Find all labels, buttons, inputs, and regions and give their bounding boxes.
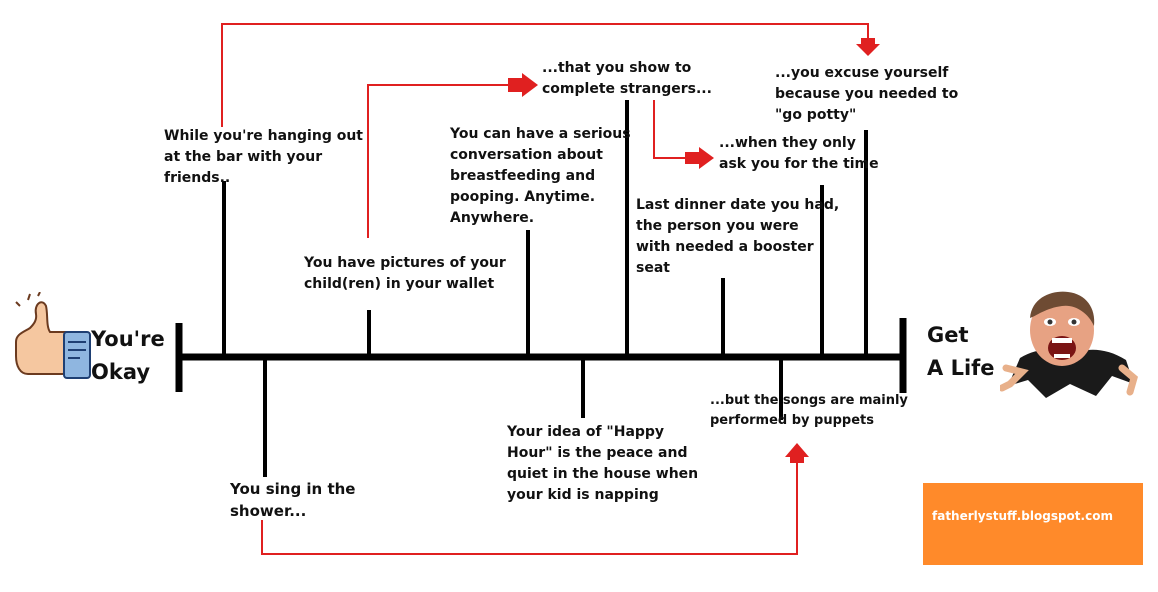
note-happy-hour: Your idea of "Happy Hour" is the peace a… — [507, 424, 699, 503]
connector-strangers-to-time — [653, 100, 688, 159]
note-time: ...when they only ask you for the time — [719, 135, 879, 172]
connector-bar-to-potty — [221, 23, 869, 127]
arrow-head-potty — [856, 38, 880, 56]
blog-promo-box[interactable]: fatherlystuff.blogspot.com — [923, 483, 1143, 565]
connector-pictures-to-strangers — [367, 84, 512, 238]
note-puppets: ...but the songs are mainly performed by… — [710, 393, 908, 428]
right-scale-label: Get A Life — [927, 323, 995, 380]
note-potty: ...you excuse yourself because you neede… — [775, 65, 959, 123]
arrow-head-puppets — [785, 443, 809, 463]
arrow-head-time — [685, 147, 714, 169]
note-pictures: You have pictures of your child(ren) in … — [304, 255, 506, 292]
connector-shower-to-puppets — [261, 460, 798, 555]
screaming-woman-image — [1000, 291, 1138, 398]
thumbs-up-icon — [15, 292, 91, 379]
note-shower: You sing in the shower... — [230, 480, 356, 520]
blog-url[interactable]: fatherlystuff.blogspot.com — [932, 509, 1113, 523]
note-strangers: ...that you show to complete strangers..… — [542, 60, 712, 97]
arrow-head-strangers — [508, 73, 538, 97]
note-bar: While you're hanging out at the bar with… — [164, 128, 363, 186]
note-dinner: Last dinner date you had, the person you… — [636, 197, 840, 276]
note-conversation: You can have a serious conversation abou… — [450, 126, 631, 226]
left-scale-label: You're Okay — [91, 327, 165, 384]
